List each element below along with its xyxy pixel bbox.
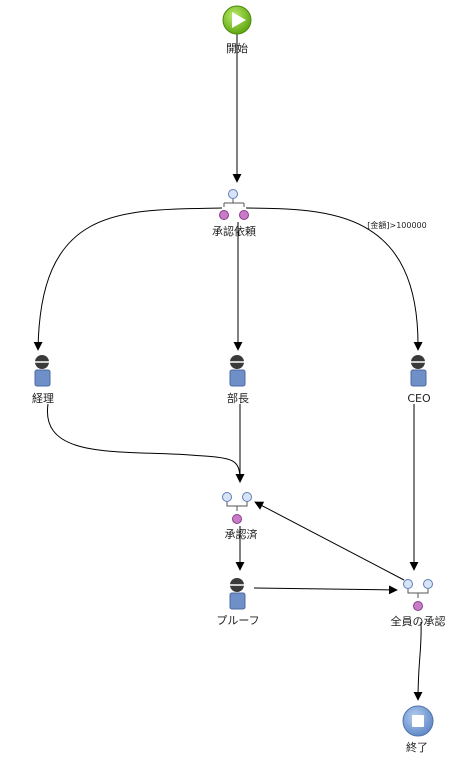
edge-all-approved-to-end (413, 621, 423, 701)
edge-keiri-to-approved (47, 403, 245, 483)
end-event[interactable] (402, 705, 434, 737)
keiri-label: 経理 (32, 392, 54, 405)
approved-label: 承認済 (224, 528, 258, 541)
end-label: 終了 (406, 741, 428, 754)
ceo-label: CEO (407, 392, 431, 405)
all-approved-label: 全員の承認 (390, 615, 446, 628)
request-label: 承認依頼 (212, 225, 256, 238)
edge-request-to-ceo (245, 207, 423, 351)
start-event[interactable] (222, 5, 252, 35)
person-bucho-icon[interactable] (229, 355, 246, 387)
bucho-label: 部長 (227, 392, 249, 405)
gateway-request[interactable] (219, 189, 249, 220)
person-proof-icon[interactable] (229, 578, 246, 610)
stop-icon (412, 715, 424, 727)
edge-all-approved-to-approved (254, 501, 405, 581)
gateway-approved[interactable] (222, 492, 252, 524)
ceo-condition-label: [金額]>100000 (367, 221, 427, 230)
gateway-all-approved[interactable] (403, 579, 433, 611)
person-ceo-icon[interactable] (410, 355, 427, 387)
proof-label: プルーフ (216, 614, 260, 627)
start-label: 開始 (226, 42, 248, 55)
edge-request-to-keiri (33, 207, 223, 351)
edge-proof-to-all-approved (253, 585, 398, 595)
person-keiri-icon[interactable] (34, 355, 51, 387)
play-icon (232, 12, 246, 28)
